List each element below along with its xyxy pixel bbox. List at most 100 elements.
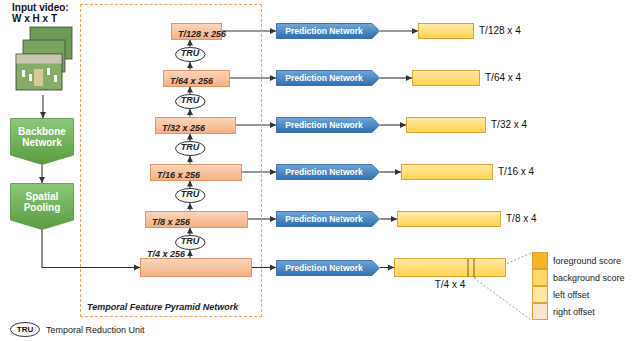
connector-arrow bbox=[380, 77, 412, 78]
output-map: T/4 x 4 bbox=[394, 258, 506, 277]
legend-text: left offset bbox=[553, 289, 589, 301]
node-text: TRU bbox=[181, 48, 200, 59]
connector-arrow bbox=[248, 218, 276, 219]
legend-text: foreground score bbox=[553, 255, 621, 267]
unit-shape bbox=[175, 189, 205, 203]
unit-shape bbox=[175, 236, 205, 250]
prediction-head: Prediction Network bbox=[276, 211, 380, 227]
legend-swatch bbox=[532, 303, 548, 320]
connector-arrow bbox=[42, 230, 140, 268]
node-text: Prediction Network bbox=[285, 26, 362, 36]
reduction-unit: TRU bbox=[175, 141, 206, 156]
connector-arrow bbox=[189, 40, 190, 48]
connector-arrow bbox=[189, 87, 190, 95]
stand-band bbox=[17, 55, 62, 64]
node-text: Prediction Network bbox=[285, 214, 362, 224]
unit-shape bbox=[175, 95, 205, 109]
output-map: T/16 x 4 bbox=[401, 164, 493, 180]
input-video: Input video: W x H x T bbox=[12, 2, 76, 95]
player bbox=[47, 68, 50, 75]
reduction-unit: TRU bbox=[175, 235, 206, 250]
node-text: Input video: W x H x T bbox=[12, 2, 74, 24]
network-block: Backbone Network bbox=[10, 118, 74, 165]
player bbox=[29, 74, 32, 81]
reduction-unit: TRU bbox=[175, 188, 206, 203]
legend-text: Temporal Reduction Unit bbox=[46, 324, 145, 336]
block-shape bbox=[11, 119, 74, 165]
legend-swatch bbox=[532, 252, 548, 269]
connector-arrow bbox=[189, 203, 190, 211]
network-block: Spatial Pooling bbox=[10, 183, 74, 230]
unit-shape bbox=[11, 323, 40, 337]
prediction-head: Prediction Network bbox=[276, 260, 380, 276]
connector-arrow bbox=[189, 134, 190, 142]
node-text: TRU bbox=[181, 95, 200, 106]
connector-arrow bbox=[380, 267, 394, 268]
output-map: T/64 x 4 bbox=[412, 70, 480, 86]
feature-map: T/128 x 256 bbox=[171, 23, 222, 40]
head-shape bbox=[277, 71, 380, 86]
connector-arrow bbox=[189, 109, 190, 117]
connector-arrow bbox=[380, 171, 401, 172]
node-text: Prediction Network bbox=[285, 120, 362, 130]
head-shape bbox=[277, 260, 380, 275]
connector-arrow bbox=[252, 267, 276, 268]
prediction-head: Prediction Network bbox=[276, 117, 380, 133]
output-map: T/32 x 4 bbox=[406, 117, 486, 133]
connector-arrow bbox=[222, 30, 276, 31]
legend-swatch bbox=[532, 286, 548, 303]
prediction-head: Prediction Network bbox=[276, 70, 380, 86]
score-divider bbox=[474, 259, 475, 277]
player bbox=[54, 75, 57, 82]
legend-text: right offset bbox=[553, 306, 595, 318]
node-text: TRU bbox=[181, 142, 200, 153]
node-text: TRU bbox=[181, 236, 200, 247]
connector-arrow bbox=[189, 181, 190, 189]
reduction-unit: TRU bbox=[175, 94, 206, 109]
unit-shape bbox=[175, 48, 205, 62]
node-text: T/64 x 4 bbox=[485, 72, 521, 84]
connector-arrow bbox=[41, 165, 42, 183]
unit-shape bbox=[175, 142, 205, 156]
connector-arrow bbox=[380, 124, 406, 125]
node-text: T/128 x 4 bbox=[479, 25, 521, 37]
prediction-head: Prediction Network bbox=[276, 23, 380, 39]
legend-text: background score bbox=[553, 272, 625, 284]
head-shape bbox=[277, 24, 380, 39]
connector-arrow bbox=[189, 250, 190, 258]
connector-arrow bbox=[380, 30, 418, 31]
output-map: T/128 x 4 bbox=[418, 23, 474, 39]
feature-map: T/32 x 256 bbox=[155, 117, 236, 134]
player bbox=[22, 70, 25, 77]
video-frames bbox=[16, 27, 72, 90]
connector-arrow bbox=[230, 77, 276, 78]
node-text: T/4 x 4 bbox=[435, 279, 466, 291]
connector-arrow bbox=[380, 218, 397, 219]
node-text: Prediction Network bbox=[285, 263, 362, 273]
video-frame bbox=[16, 54, 62, 90]
node-text: Prediction Network bbox=[285, 167, 362, 177]
pitch-strip bbox=[34, 69, 43, 86]
node-text: Prediction Network bbox=[285, 73, 362, 83]
connector-arrow bbox=[189, 156, 190, 164]
pyramid-frame: T/128 x 256TRUT/64 x 256TRUT/32 x 256TRU… bbox=[80, 4, 262, 317]
connector-arrow bbox=[189, 228, 190, 236]
head-shape bbox=[277, 165, 380, 180]
connector-arrow bbox=[42, 95, 43, 118]
feature-map: T/8 x 256 bbox=[145, 211, 248, 228]
node-text: T/16 x 4 bbox=[498, 166, 534, 178]
sample-text: TRU bbox=[10, 322, 40, 337]
feature-map: T/16 x 256 bbox=[150, 164, 242, 181]
output-map: T/8 x 4 bbox=[397, 211, 501, 227]
connector-arrow bbox=[236, 124, 276, 125]
reduction-unit: TRU bbox=[175, 47, 206, 62]
feature-map: T/64 x 256 bbox=[163, 70, 230, 87]
node-text: Backbone Network bbox=[10, 126, 74, 148]
node-text: T/8 x 4 bbox=[506, 213, 537, 225]
head-shape bbox=[277, 212, 380, 227]
prediction-head: Prediction Network bbox=[276, 164, 380, 180]
legend-swatch bbox=[532, 269, 548, 286]
